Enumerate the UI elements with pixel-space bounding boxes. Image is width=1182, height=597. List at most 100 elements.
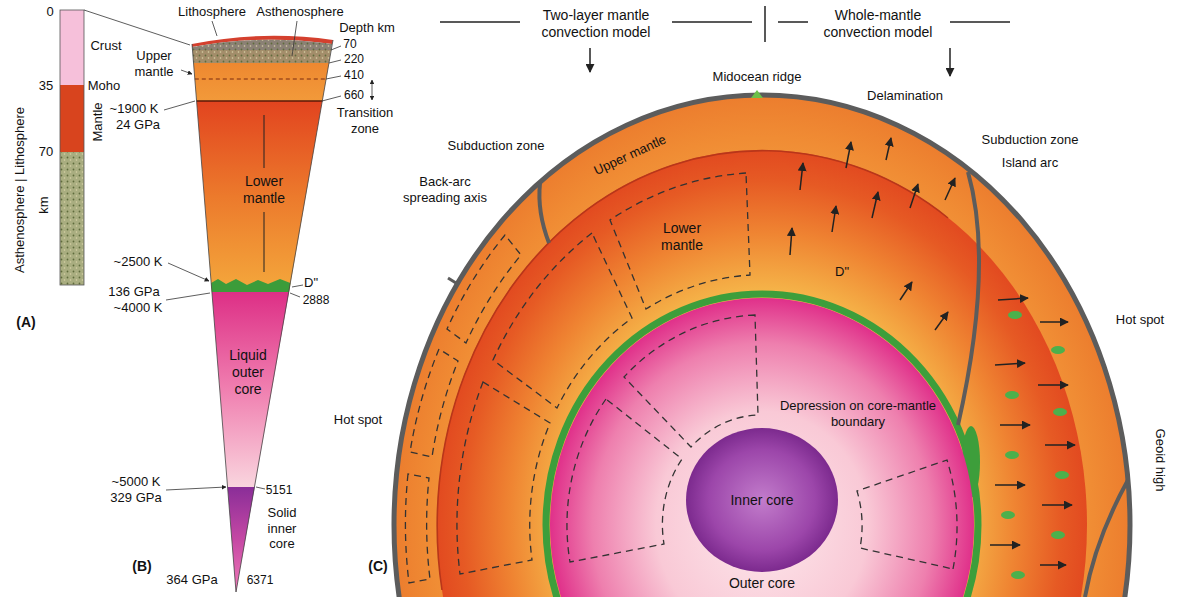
feature-label: Subduction zone [448, 138, 545, 154]
flow-arrow [900, 282, 912, 300]
feature-label: Hot spot [1116, 312, 1164, 328]
plume-blob [1011, 571, 1025, 579]
plume-blob [1051, 346, 1065, 354]
flow-arrow [935, 312, 948, 330]
node-label: Outer core [729, 575, 795, 592]
outer-core-ellipse [550, 298, 974, 597]
flow-arrow [945, 178, 955, 200]
asthenosphere-texture [60, 152, 84, 285]
leader-line [292, 21, 297, 56]
layer-name: Lower mantle [652, 220, 712, 254]
convection-cell [410, 349, 458, 457]
depth-value: 35 [39, 78, 53, 94]
flow-arrow [846, 142, 851, 168]
down-arrow [949, 48, 951, 76]
flow-arrow [1045, 444, 1075, 446]
plume-blob [1055, 471, 1069, 479]
flow-arrow [832, 206, 836, 232]
flow-arrow [995, 484, 1025, 486]
depth-value: 70 [39, 144, 53, 160]
node-label: Inner core [730, 492, 793, 509]
depth-tick [256, 487, 265, 489]
depth-value: 70 [343, 37, 356, 51]
header-rule [440, 21, 520, 23]
flow-arrow [800, 163, 803, 190]
layer-name: Asthenosphere [256, 4, 343, 20]
transition-bracket [372, 80, 373, 100]
flow-arrow [1042, 504, 1072, 506]
panel-letter: (C) [368, 558, 387, 575]
plume-blob [1051, 531, 1065, 539]
feature-label: Subduction zone [982, 132, 1079, 148]
discontinuity-410 [195, 79, 326, 80]
inner-core-ellipse [686, 428, 838, 572]
feature-label: Geoid high [1152, 429, 1168, 492]
convection-cell [610, 173, 750, 309]
axis-line [264, 115, 265, 168]
d-double-prime-band [211, 279, 290, 292]
plume-blob [1005, 451, 1019, 459]
plume-blob [1001, 511, 1015, 519]
feature-label: Back-arc spreading axis [395, 174, 495, 205]
convection-cell [624, 315, 758, 447]
column-outline [60, 10, 84, 285]
axis-title: Depth km [339, 20, 395, 36]
depth-value: 220 [344, 52, 364, 66]
depth-value: 0 [46, 4, 53, 20]
subducting-slab [958, 172, 979, 425]
depth-tick [326, 76, 341, 79]
plume-blob [1008, 311, 1022, 319]
unit-label: km [36, 196, 52, 213]
depth-tick [329, 60, 341, 63]
feature-label: Depression on core-mantle boundary [773, 398, 943, 429]
header-rule [672, 21, 752, 23]
leader-line [168, 263, 209, 281]
temperature-value: ~2500 K [114, 254, 163, 270]
layer-name: Solid inner core [261, 505, 303, 552]
layer-name: Transition zone [330, 105, 400, 136]
depth-tick [331, 46, 341, 50]
layer-name: D" [835, 264, 849, 280]
feature-label: Island arc [1002, 155, 1058, 171]
layer-name: Liquid outer core [221, 347, 276, 397]
flow-arrow [995, 363, 1025, 365]
flow-arrow [886, 138, 891, 160]
earth-cross-section [394, 90, 1130, 597]
flow-arrow [910, 184, 918, 208]
flow-arrow [998, 298, 1028, 300]
inner-core: Inner core [686, 428, 838, 572]
earth-wedge [192, 36, 333, 592]
upper-mantle-region [394, 95, 1130, 597]
pressure-value: 329 GPa [110, 490, 161, 506]
model-heading: Two-layer mantle convection model [521, 7, 671, 41]
lower-mantle-band [197, 101, 323, 292]
plume-blob [1053, 408, 1067, 416]
depth-value: 6371 [247, 573, 274, 587]
crust-column [60, 10, 190, 285]
layer-name: D" [304, 275, 318, 291]
leader-line [181, 70, 192, 74]
flow-arrow [790, 228, 792, 255]
outer-core-band [212, 292, 289, 487]
header-rules [440, 6, 1010, 76]
layer-name: Upper mantle [129, 48, 179, 79]
panel-letter: (B) [132, 558, 151, 575]
header-rule [950, 21, 1010, 23]
flow-arrow [872, 192, 878, 218]
temperature-value: ~1900 K [110, 101, 159, 117]
feature-label: Delamination [867, 88, 943, 104]
depth-value: 660 [344, 88, 364, 102]
layer-name: Lower mantle [237, 173, 292, 207]
down-arrow [589, 48, 591, 72]
temperature-value: ~4000 K [114, 300, 163, 316]
boundary-name: Moho [88, 78, 121, 94]
layer-name: Lithosphere [178, 4, 246, 20]
discontinuity-660 [197, 100, 323, 102]
flow-arrow [1038, 384, 1068, 386]
mantle-layer [60, 85, 84, 152]
depth-tick [322, 96, 341, 101]
leader-line [166, 487, 226, 490]
header-rule [778, 21, 808, 23]
subducting-slab [539, 183, 549, 243]
